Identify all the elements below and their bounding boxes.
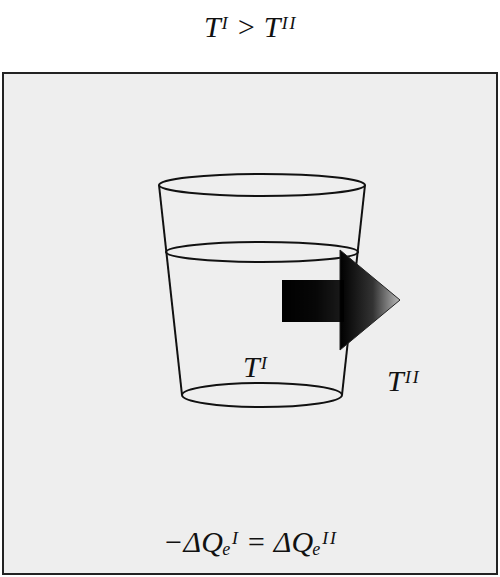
heat-equation: −ΔQₑᴵ = ΔQₑᴵᴵ [4, 525, 496, 560]
frame-box: Tᴵ > Tᴵᴵ−ΔQₑᴵ = ΔQₑᴵᴵTᴵTᴵᴵ [2, 72, 498, 575]
surroundings-temperature: Tᴵᴵ [387, 364, 419, 399]
beaker-temperature: Tᴵ [243, 350, 268, 385]
heat-flow-arrow [282, 250, 400, 350]
condition-heading: Tᴵ > Tᴵᴵ [4, 10, 496, 45]
beaker: Tᴵ [155, 172, 369, 412]
